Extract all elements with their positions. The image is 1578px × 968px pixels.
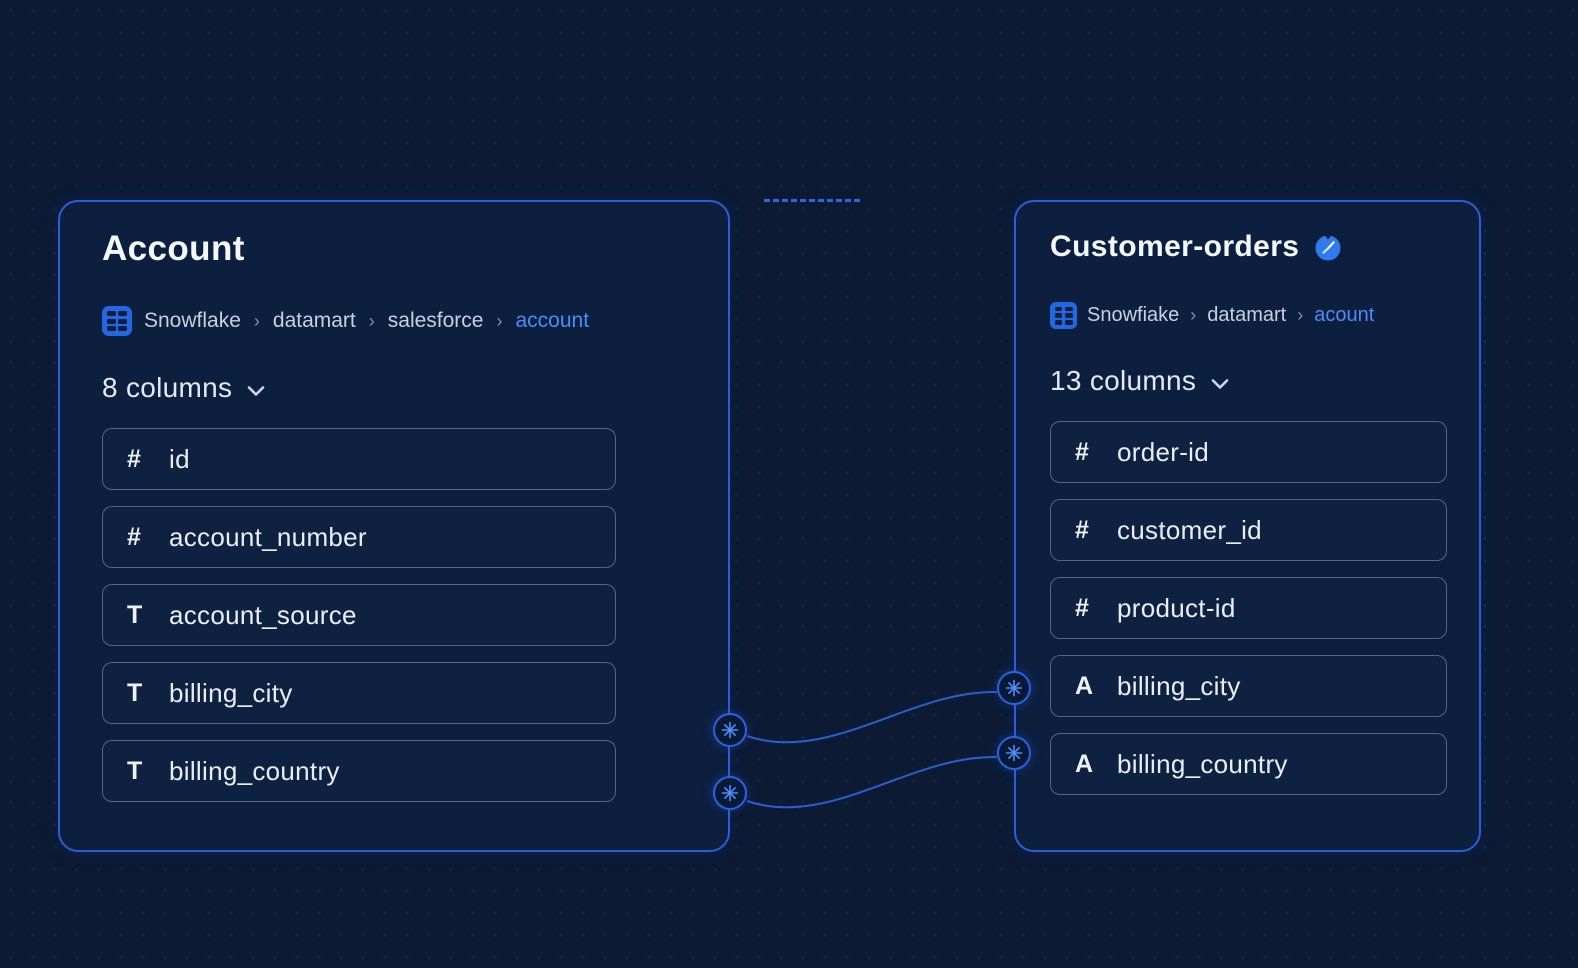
field-row[interactable]: # id: [102, 428, 616, 490]
table-title-row: Account: [102, 228, 728, 270]
field-name: account_source: [169, 599, 357, 630]
join-node-source-billing-city[interactable]: [713, 713, 747, 747]
string-type-icon: A: [1075, 671, 1094, 700]
breadcrumb-segment[interactable]: salesforce: [387, 309, 484, 332]
table-card-account: Account Snowflake › datamart › salesforc…: [58, 200, 730, 852]
table-title: Customer-orders: [1050, 230, 1300, 263]
field-name: billing_city: [169, 677, 293, 708]
join-node-source-billing-country[interactable]: [713, 776, 747, 810]
field-row[interactable]: T billing_country: [102, 740, 616, 802]
breadcrumb-segment[interactable]: Snowfiake: [1087, 304, 1180, 326]
breadcrumb: Snowfiake › datamart › acount: [1050, 302, 1479, 329]
dashed-connector-stub: [764, 199, 860, 202]
breadcrumb-separator: ›: [253, 310, 260, 331]
sphere-icon: [1315, 235, 1341, 261]
field-name: billing_country: [1117, 748, 1288, 779]
breadcrumb-separator: ›: [1190, 305, 1197, 325]
number-type-icon: #: [127, 444, 141, 473]
join-node-target-billing-country[interactable]: [997, 736, 1031, 770]
table-grid-icon: [1050, 302, 1077, 329]
columns-dropdown[interactable]: 8 columns: [102, 372, 265, 404]
columns-dropdown[interactable]: 13 columns: [1050, 365, 1229, 397]
chevron-down-icon: [1211, 378, 1229, 389]
field-row[interactable]: A billing_city: [1050, 655, 1447, 717]
breadcrumb-segment-active[interactable]: acount: [1314, 304, 1375, 326]
field-name: customer_id: [1117, 514, 1262, 545]
field-name: billing_country: [169, 755, 340, 786]
table-title: Account: [102, 229, 245, 268]
field-name: billing_city: [1117, 670, 1241, 701]
chevron-down-icon: [248, 385, 265, 396]
field-name: order-id: [1117, 436, 1209, 467]
field-row[interactable]: # account_number: [102, 506, 616, 568]
number-type-icon: #: [127, 522, 141, 551]
string-type-icon: A: [1075, 749, 1094, 778]
field-name: product-id: [1117, 592, 1236, 623]
table-grid-icon: [102, 306, 132, 336]
field-row[interactable]: # product-id: [1050, 577, 1447, 639]
join-node-target-billing-city[interactable]: [997, 671, 1031, 705]
field-row[interactable]: # customer_id: [1050, 499, 1447, 561]
text-type-icon: T: [127, 600, 143, 629]
text-type-icon: T: [127, 678, 143, 707]
number-type-icon: #: [1075, 437, 1089, 466]
snowflake-icon: [721, 784, 739, 802]
number-type-icon: #: [1075, 515, 1089, 544]
field-name: id: [169, 443, 190, 474]
field-row[interactable]: # order-id: [1050, 421, 1447, 483]
breadcrumb-segment[interactable]: datamart: [1207, 304, 1287, 326]
table-title-row: Customer-orders: [1050, 228, 1479, 266]
breadcrumb-separator: ›: [1297, 305, 1304, 325]
snowflake-icon: [1005, 744, 1023, 762]
connection-path-billing-country[interactable]: [746, 755, 998, 809]
table-card-customer-orders: Customer-orders Snowfiake › datamart › a…: [1014, 200, 1481, 852]
snowflake-icon: [721, 721, 739, 739]
field-row[interactable]: T account_source: [102, 584, 616, 646]
snowflake-icon: [1005, 679, 1023, 697]
connection-path-billing-city[interactable]: [746, 690, 998, 744]
field-row[interactable]: A billing_country: [1050, 733, 1447, 795]
breadcrumb-separator: ›: [368, 310, 375, 331]
field-row[interactable]: T billing_city: [102, 662, 616, 724]
number-type-icon: #: [1075, 593, 1089, 622]
field-name: account_number: [169, 521, 367, 552]
text-type-icon: T: [127, 756, 143, 785]
columns-count-label: 13 columns: [1050, 365, 1197, 396]
breadcrumb-segment[interactable]: Snowflake: [144, 309, 241, 332]
breadcrumb-segment-active[interactable]: account: [515, 309, 590, 332]
columns-count-label: 8 columns: [102, 372, 233, 403]
breadcrumb-segment[interactable]: datamart: [272, 309, 356, 332]
field-list: # id # account_number T account_source T…: [102, 428, 728, 802]
breadcrumb: Snowflake › datamart › salesforce › acco…: [102, 306, 728, 336]
breadcrumb-separator: ›: [496, 310, 503, 331]
field-list: # order-id # customer_id # product-id A …: [1050, 421, 1479, 795]
